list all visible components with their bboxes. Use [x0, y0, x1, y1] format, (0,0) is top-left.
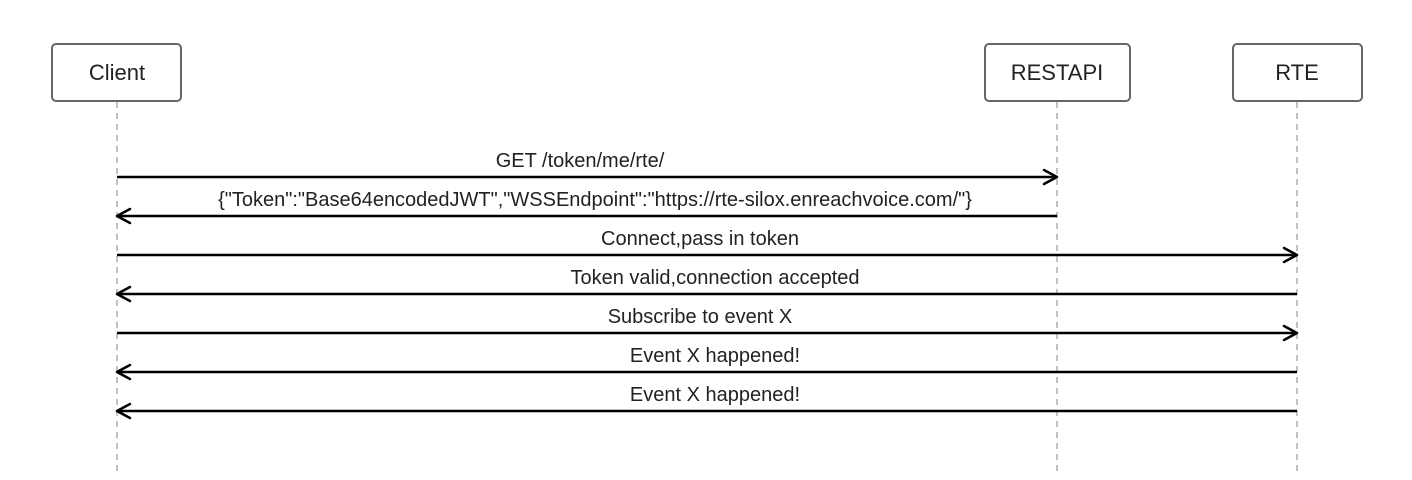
message-label: Subscribe to event X: [608, 306, 793, 328]
participant-box-rte: [1232, 43, 1363, 102]
message-label: Token valid,connection accepted: [570, 267, 859, 289]
arrowhead-left: [115, 207, 132, 225]
arrowhead-right: [1282, 324, 1299, 342]
message-label: Connect,pass in token: [601, 228, 799, 250]
message-subscribe: Subscribe to event X: [117, 306, 1299, 342]
arrowhead-left: [115, 285, 132, 303]
message-connect: Connect,pass in token: [117, 228, 1299, 264]
participant-box-client: [51, 43, 182, 102]
participant-label-client: Client: [89, 60, 145, 85]
arrowhead-right: [1042, 168, 1059, 186]
participant-box-restapi: [984, 43, 1131, 102]
message-token-response: {"Token":"Base64encodedJWT","WSSEndpoint…: [115, 189, 1057, 225]
arrowhead-left: [115, 363, 132, 381]
message-label: Event X happened!: [630, 345, 800, 367]
message-label: Event X happened!: [630, 384, 800, 406]
participant-restapi: RESTAPI: [984, 43, 1131, 102]
message-event-happened: Event X happened!: [115, 345, 1297, 381]
message-connection-accepted: Token valid,connection accepted: [115, 267, 1297, 303]
arrowhead-left: [115, 402, 132, 420]
message-label: GET /token/me/rte/: [496, 150, 665, 172]
arrowhead-right: [1282, 246, 1299, 264]
participant-label-rte: RTE: [1275, 60, 1319, 85]
participant-client: Client: [51, 43, 182, 102]
message-get-token: GET /token/me/rte/: [117, 150, 1059, 186]
message-label: {"Token":"Base64encodedJWT","WSSEndpoint…: [218, 189, 972, 211]
participant-rte: RTE: [1232, 43, 1363, 102]
participant-label-restapi: RESTAPI: [1011, 60, 1104, 85]
message-event-happened: Event X happened!: [115, 384, 1297, 420]
